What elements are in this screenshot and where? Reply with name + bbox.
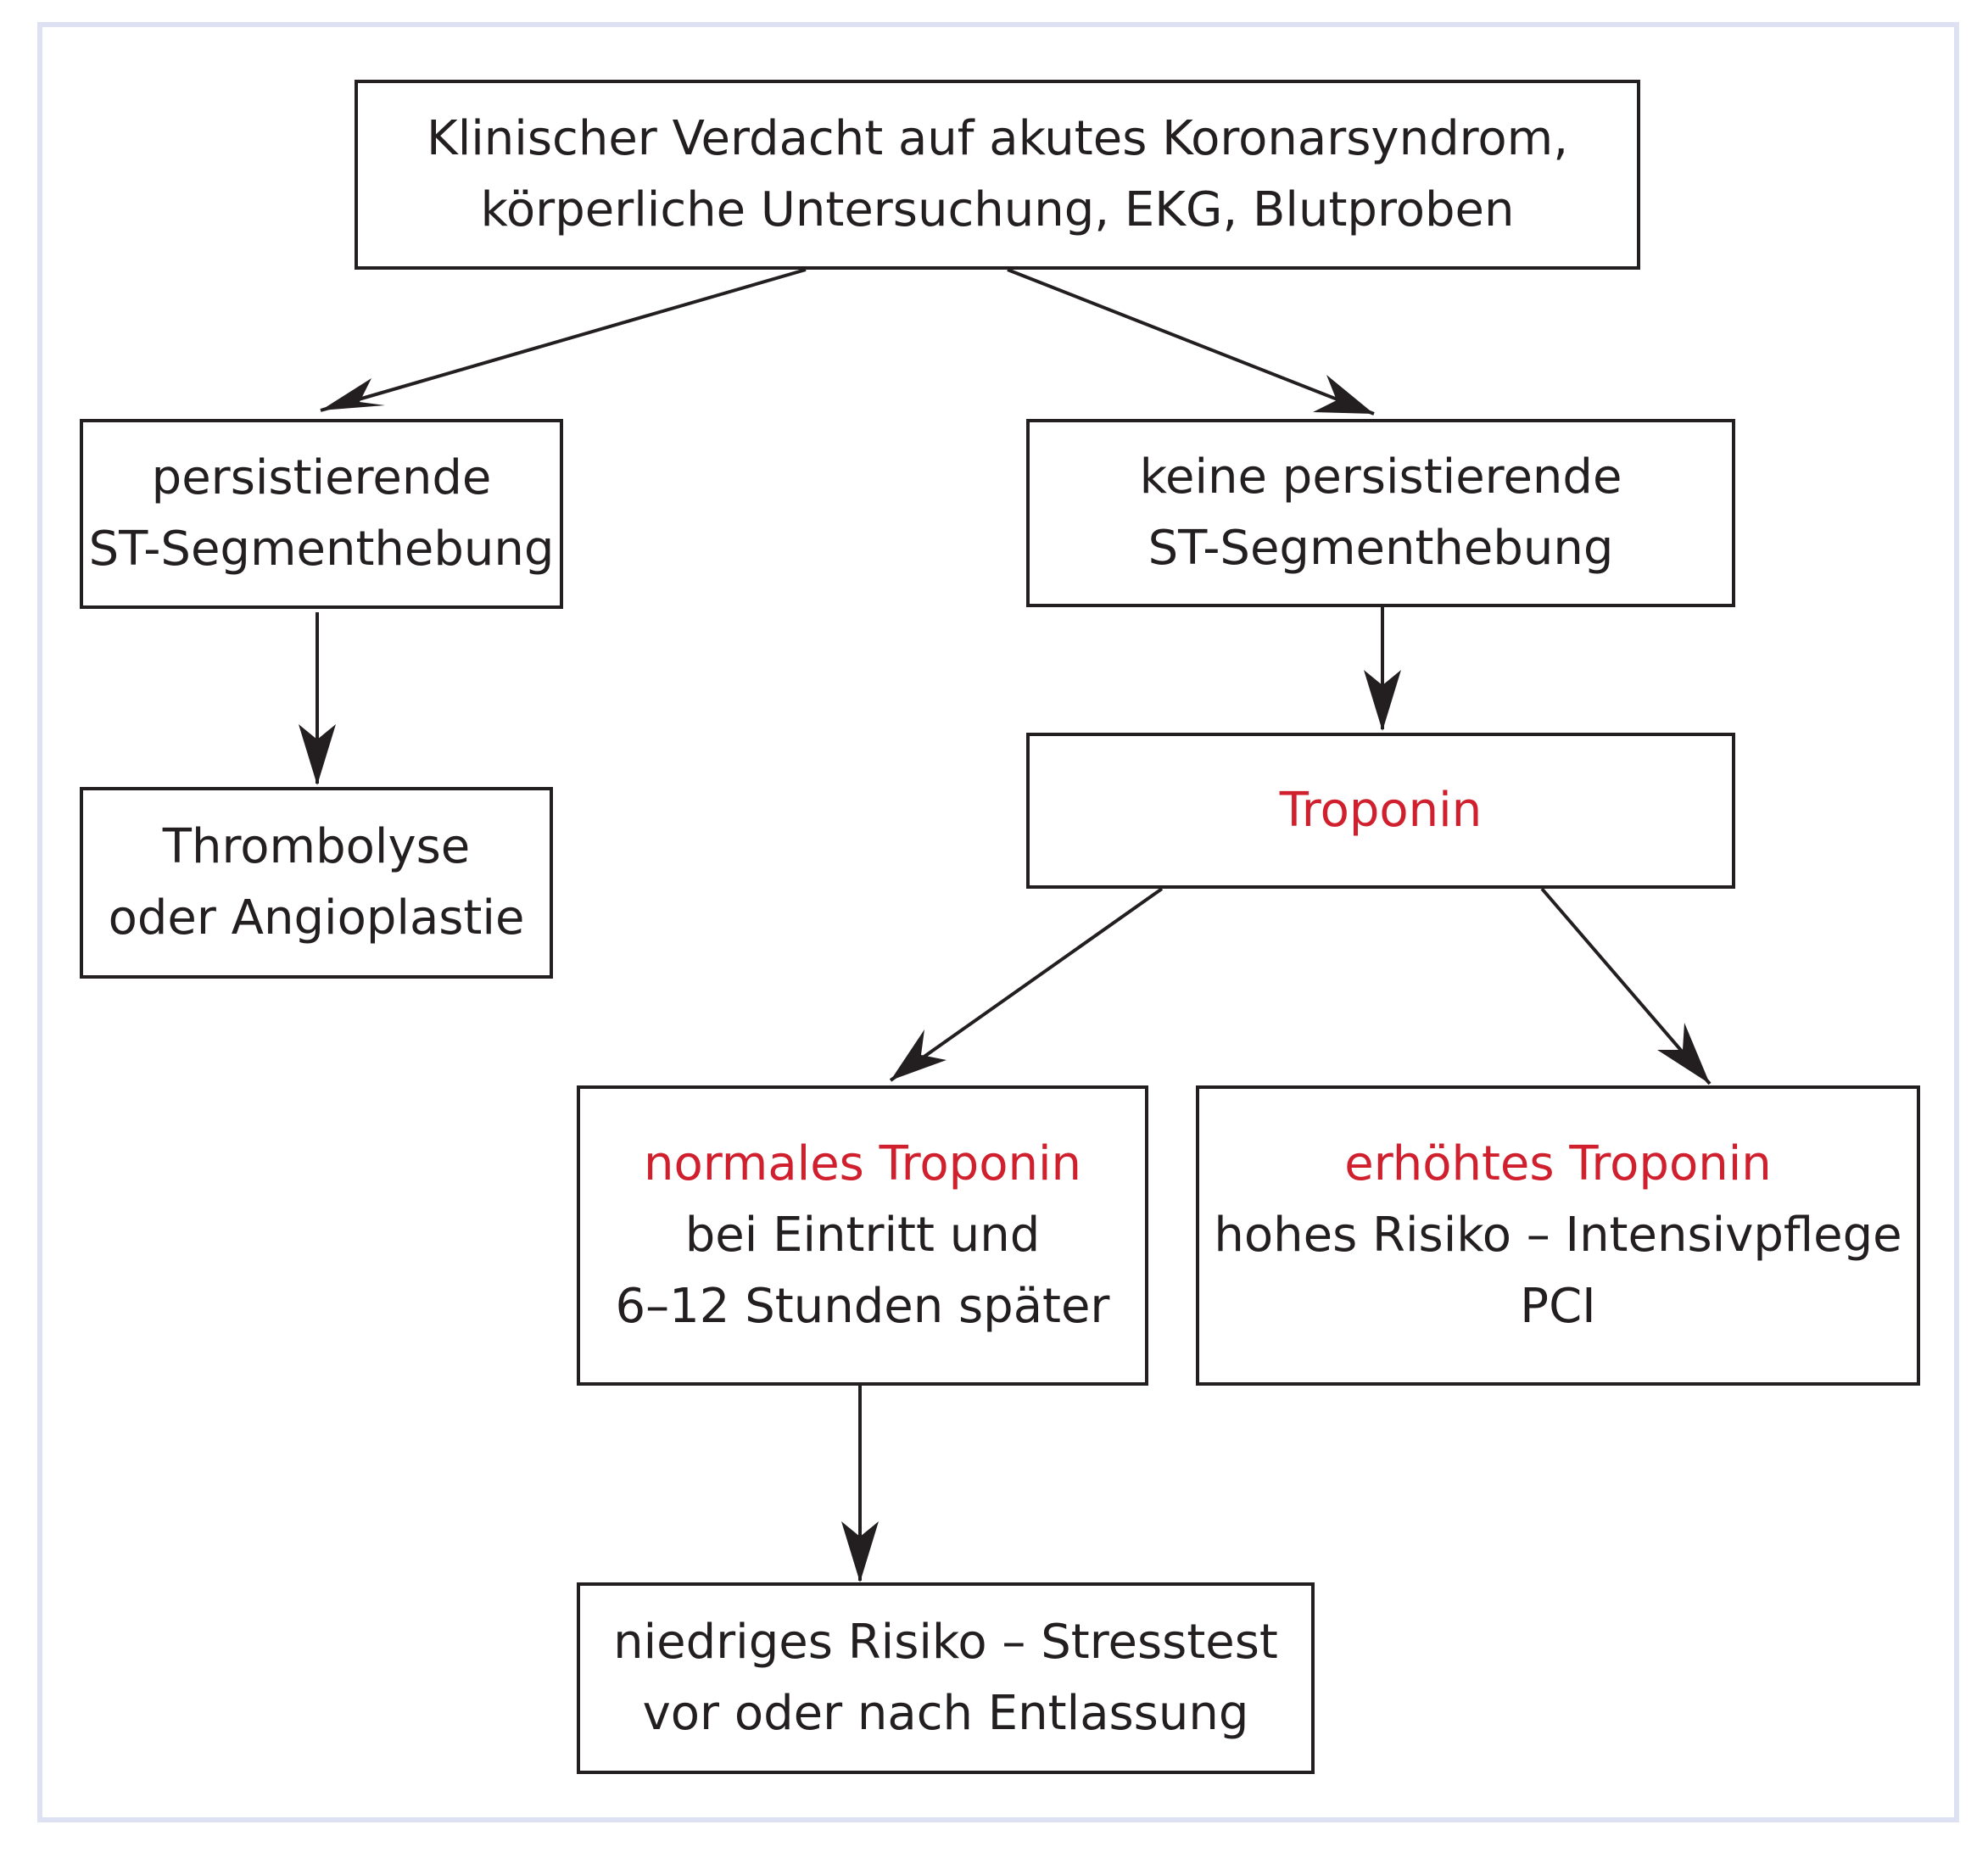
node-erhoehtes-title: erhöhtes Troponin [1344, 1136, 1772, 1191]
arrowhead-keine-persistierend [1313, 375, 1374, 414]
arrowhead-niedriges [841, 1521, 879, 1582]
node-niedriges-line2: vor oder nach Entlassung [642, 1686, 1249, 1741]
edge-verdacht-to-keine-persistierend [1007, 268, 1375, 416]
node-persistierend-line1: persistierende [151, 450, 492, 505]
node-thrombolyse: Thrombolyse oder Angioplastie [80, 787, 553, 979]
node-persistierend-line2: ST-Segmenthebung [88, 522, 555, 577]
node-normales-title: normales Troponin [643, 1136, 1082, 1191]
node-erhoehtes-line2: PCI [1520, 1279, 1596, 1334]
node-troponin: Troponin [1026, 733, 1735, 889]
node-erhoehtes: erhöhtes Troponin hohes Risiko – Intensi… [1196, 1085, 1920, 1386]
node-verdacht: Klinischer Verdacht auf akutes Koronarsy… [355, 80, 1640, 270]
node-troponin-title: Troponin [1279, 783, 1483, 838]
node-thrombolyse-line1: Thrombolyse [162, 819, 471, 874]
figure-frame [37, 22, 1959, 1822]
node-normales-line1: bei Eintritt und [684, 1208, 1041, 1263]
arrowhead-normales [891, 1029, 947, 1080]
node-persistierend: persistierende ST-Segmenthebung [80, 419, 563, 609]
node-normales-line2: 6–12 Stunden später [615, 1279, 1110, 1334]
arrowhead-thrombolyse [299, 724, 336, 785]
node-verdacht-line1: Klinischer Verdacht auf akutes Koronarsy… [426, 111, 1569, 166]
node-keine-persistierend-line1: keine persistierende [1139, 449, 1622, 505]
edge-verdacht-to-persistierend [320, 268, 807, 412]
node-niedriges-line1: niedriges Risiko – Stresstest [613, 1615, 1278, 1670]
arrowhead-troponin [1364, 670, 1401, 731]
node-niedriges: niedriges Risiko – Stresstest vor oder n… [577, 1582, 1315, 1774]
arrowhead-erhoehtes [1657, 1023, 1710, 1084]
edge-troponin-to-normales [889, 887, 1164, 1082]
arrowhead-persistierend [321, 378, 385, 410]
node-normales: normales Troponin bei Eintritt und 6–12 … [577, 1085, 1148, 1386]
node-thrombolyse-line2: oder Angioplastie [108, 890, 525, 946]
node-erhoehtes-line1: hohes Risiko – Intensivpflege [1214, 1208, 1902, 1263]
node-keine-persistierend: keine persistierende ST-Segmenthebung [1026, 419, 1735, 607]
node-keine-persistierend-line2: ST-Segmenthebung [1148, 521, 1614, 576]
node-verdacht-line2: körperliche Untersuchung, EKG, Blutprobe… [480, 182, 1515, 237]
